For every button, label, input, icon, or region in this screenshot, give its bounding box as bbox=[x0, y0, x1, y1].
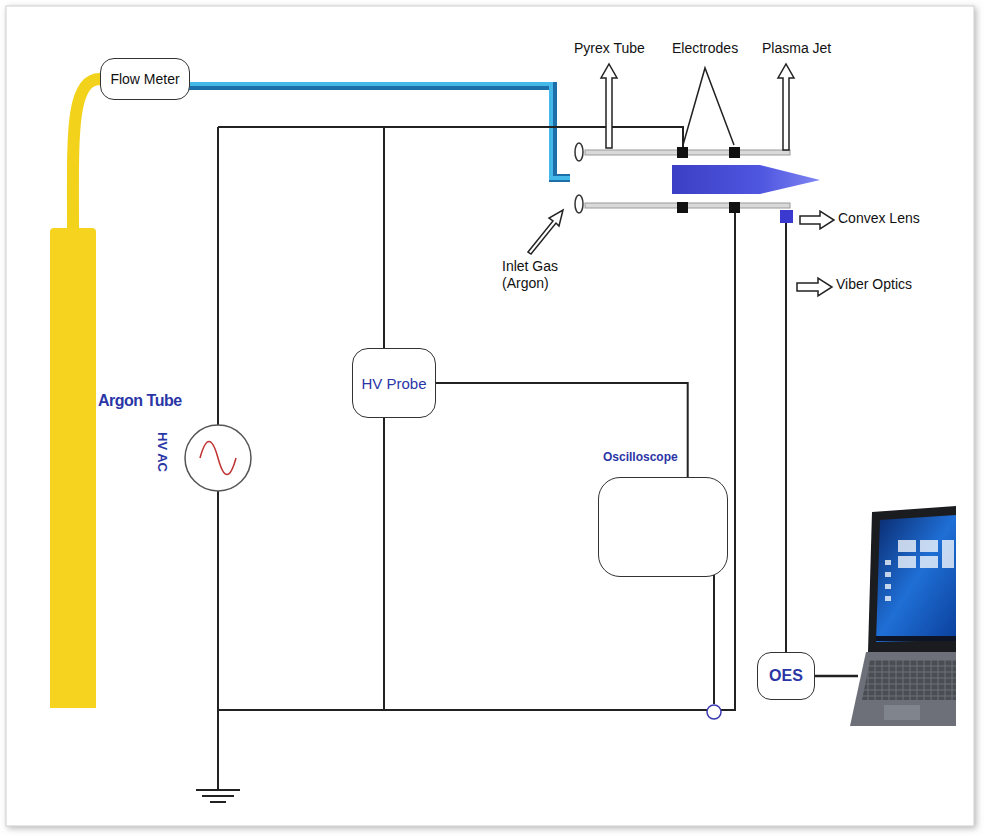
ground-symbol bbox=[196, 790, 240, 802]
convex-lens-label: Convex Lens bbox=[838, 210, 920, 227]
convex-lens bbox=[780, 210, 793, 223]
hollow-arrows bbox=[528, 64, 834, 296]
connector-line bbox=[73, 79, 100, 228]
scope-ground-terminal bbox=[707, 705, 721, 719]
usb-cable bbox=[815, 675, 858, 678]
plasma-jet bbox=[672, 165, 820, 194]
circuit-wires bbox=[218, 127, 735, 790]
oes-box: OES bbox=[757, 652, 815, 700]
pyrex-tube-label: Pyrex Tube bbox=[574, 40, 645, 57]
plasma-jet-label: Plasma Jet bbox=[762, 40, 831, 57]
electrodes bbox=[677, 147, 740, 213]
connector-line bbox=[436, 383, 688, 477]
viber-optics-label: Viber Optics bbox=[836, 276, 912, 293]
fiber-optic bbox=[785, 223, 787, 652]
node-text: Oscilloscope bbox=[603, 450, 678, 464]
flow-meter-box: Flow Meter bbox=[100, 58, 190, 100]
hv-probe-box: HV Probe bbox=[352, 348, 436, 418]
connector bbox=[436, 383, 688, 477]
gas-line bbox=[178, 86, 570, 178]
node-text: Flow Meter bbox=[110, 71, 179, 87]
inlet-gas-label: Inlet Gas (Argon) bbox=[502, 258, 564, 292]
node-text: Argon Tube bbox=[98, 392, 182, 410]
electrode-leaders bbox=[683, 68, 734, 145]
ac-sine bbox=[200, 442, 236, 475]
laptop bbox=[850, 506, 956, 726]
connector bbox=[73, 79, 100, 228]
frame bbox=[6, 6, 974, 826]
hv-ac-label: HV AC bbox=[154, 432, 170, 472]
node-text: HV Probe bbox=[361, 375, 426, 392]
electrodes-label: Electrodes bbox=[672, 40, 738, 57]
gas-line-highlight bbox=[178, 84, 570, 178]
node-text: OES bbox=[769, 667, 803, 685]
argon-cylinder: Argon Tube bbox=[50, 228, 96, 708]
oscilloscope-box: Oscilloscope bbox=[598, 477, 728, 577]
ac-source bbox=[185, 425, 251, 491]
